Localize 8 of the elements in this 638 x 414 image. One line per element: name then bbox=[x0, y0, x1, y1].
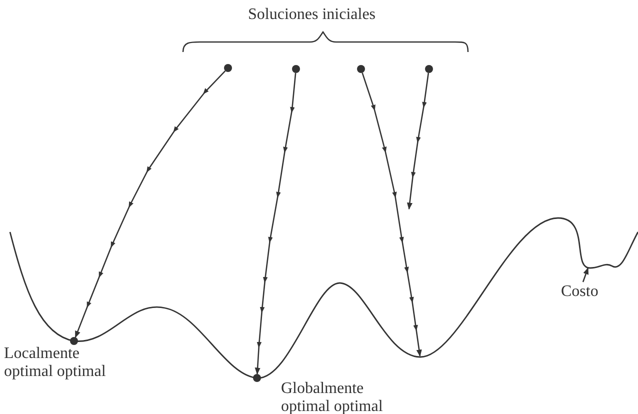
leader-arrow bbox=[582, 267, 589, 282]
descent-path-arrow bbox=[254, 72, 296, 374]
optimum-label: Localmente optimal optimal bbox=[4, 345, 107, 381]
descent-path-arrow bbox=[407, 72, 430, 210]
descent-path-arrow bbox=[362, 72, 422, 356]
group-label: Soluciones iniciales bbox=[248, 6, 376, 24]
curve-label: Costo bbox=[561, 283, 598, 301]
descent-path-arrow bbox=[74, 70, 226, 338]
